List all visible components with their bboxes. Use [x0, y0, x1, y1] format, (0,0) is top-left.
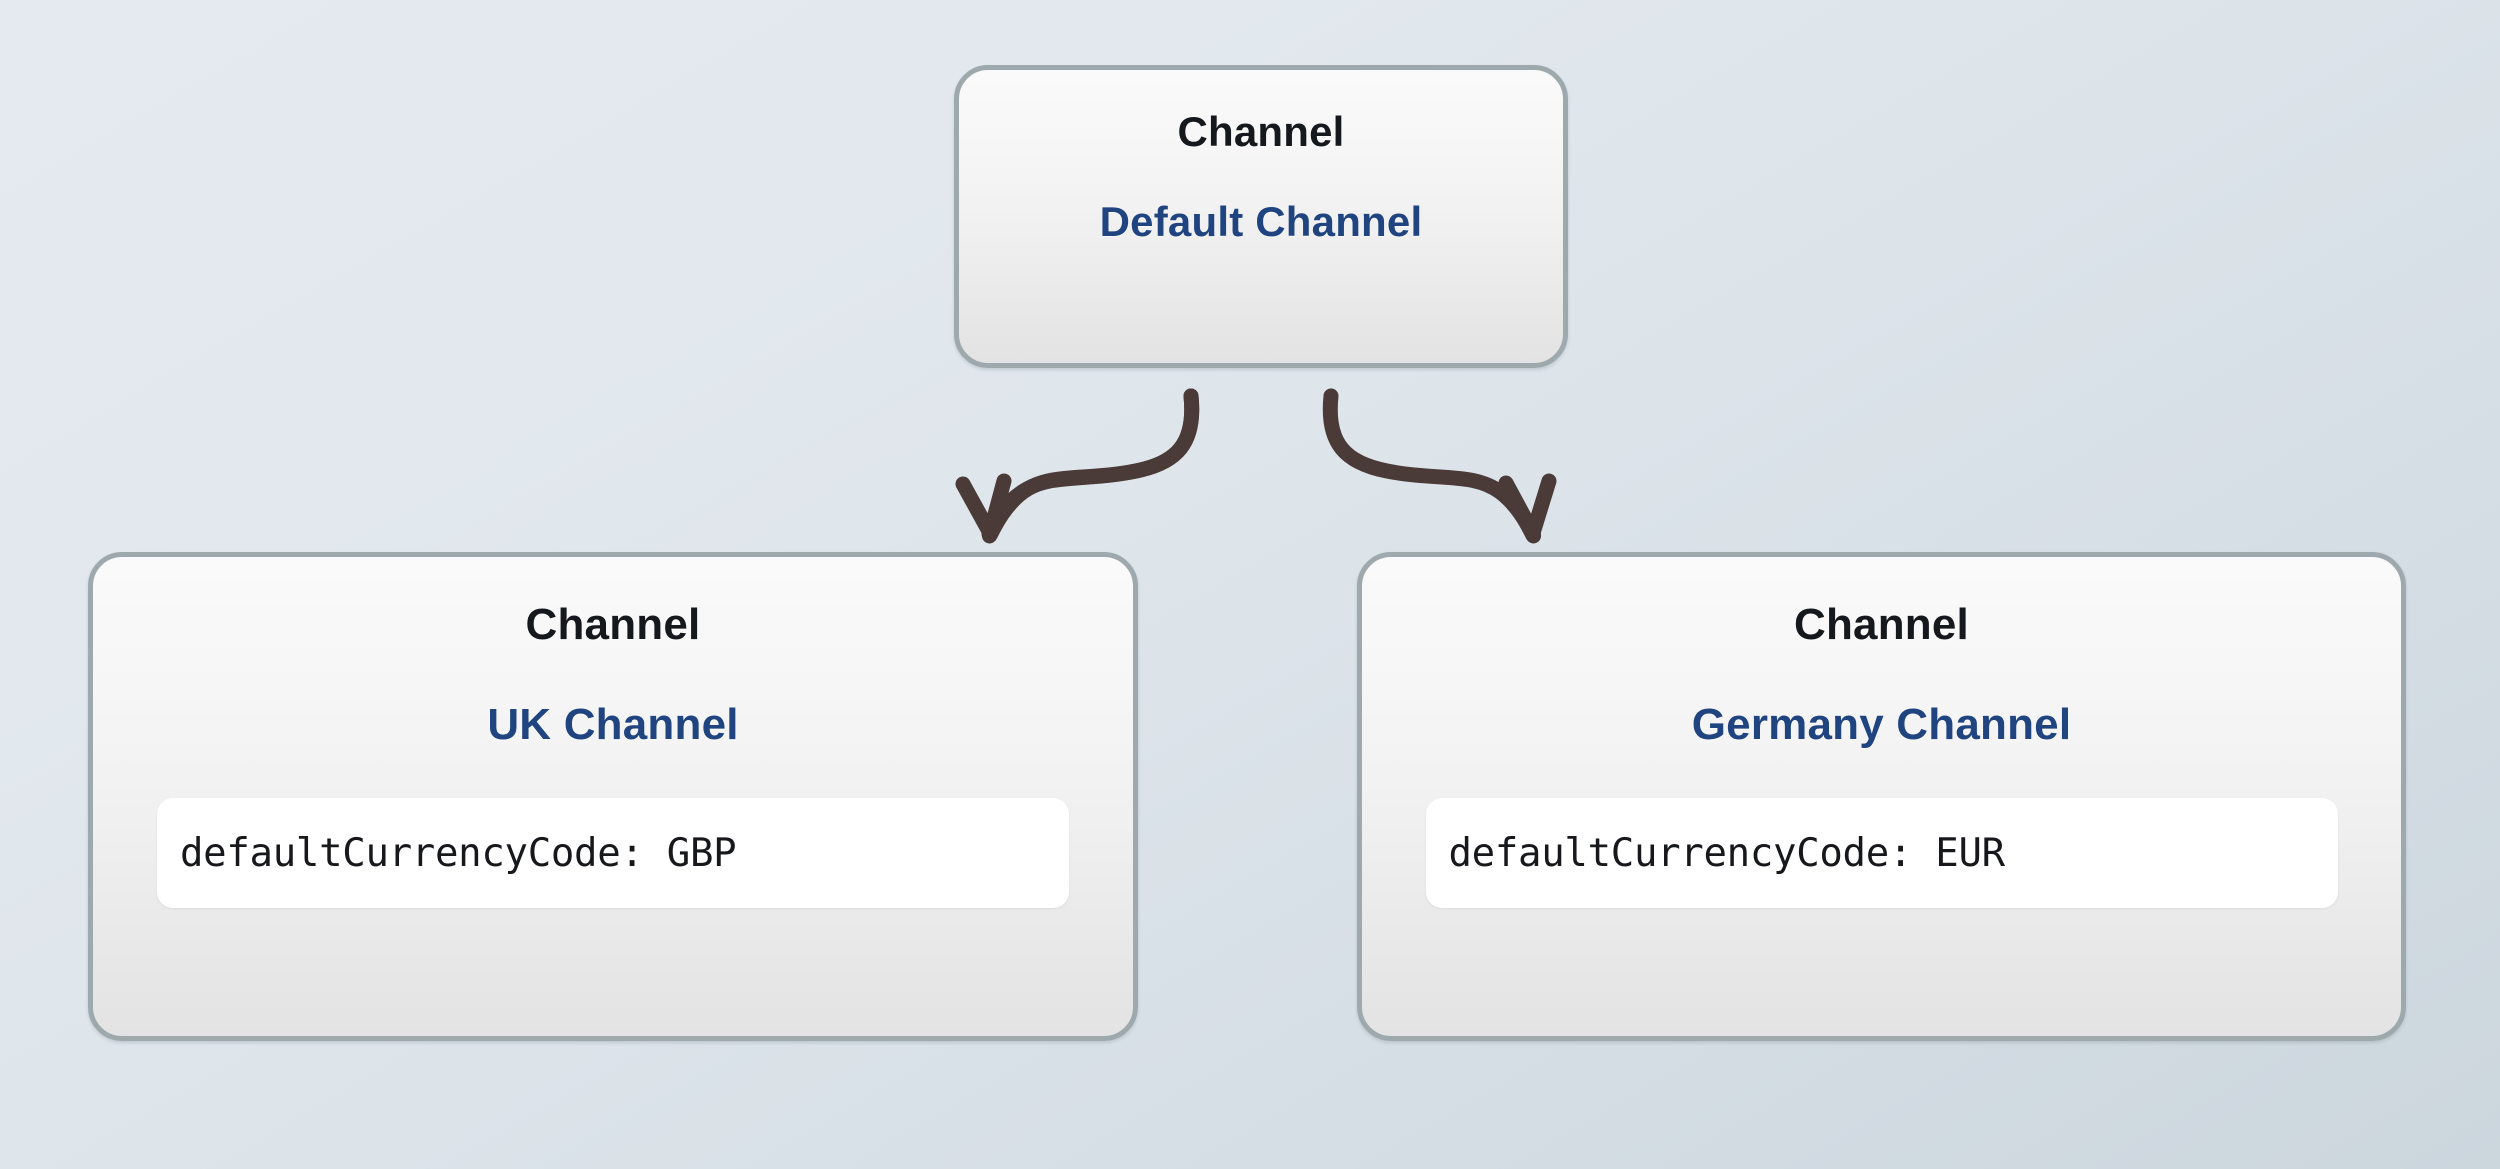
arrowhead-left-wing	[955, 476, 998, 541]
property-box: defaultCurrencyCode: EUR	[1425, 798, 2338, 908]
arrowhead-right-wing	[982, 473, 1012, 541]
node-type-label: Channel	[1794, 600, 1969, 649]
property-default-currency-code: defaultCurrencyCode: EUR	[1448, 830, 2006, 876]
node-uk-channel[interactable]: Channel UK Channel defaultCurrencyCode: …	[88, 552, 1138, 1041]
node-germany-channel[interactable]: Channel Germany Channel defaultCurrencyC…	[1357, 552, 2406, 1041]
edge-root-to-de	[1322, 388, 1557, 544]
node-default-channel[interactable]: Channel Default Channel	[954, 65, 1568, 368]
node-name-label: Default Channel	[1099, 198, 1423, 245]
node-name-label: Germany Channel	[1691, 700, 2072, 749]
arrowhead-left-wing	[1498, 475, 1541, 541]
node-type-label: Channel	[525, 600, 701, 649]
edge-root-to-uk	[955, 388, 1200, 544]
property-box: defaultCurrencyCode: GBP	[157, 798, 1069, 908]
arrowhead-right-wing	[1525, 473, 1557, 541]
property-default-currency-code: defaultCurrencyCode: GBP	[180, 830, 737, 876]
node-type-label: Channel	[1177, 108, 1345, 155]
node-name-label: UK Channel	[487, 700, 739, 749]
